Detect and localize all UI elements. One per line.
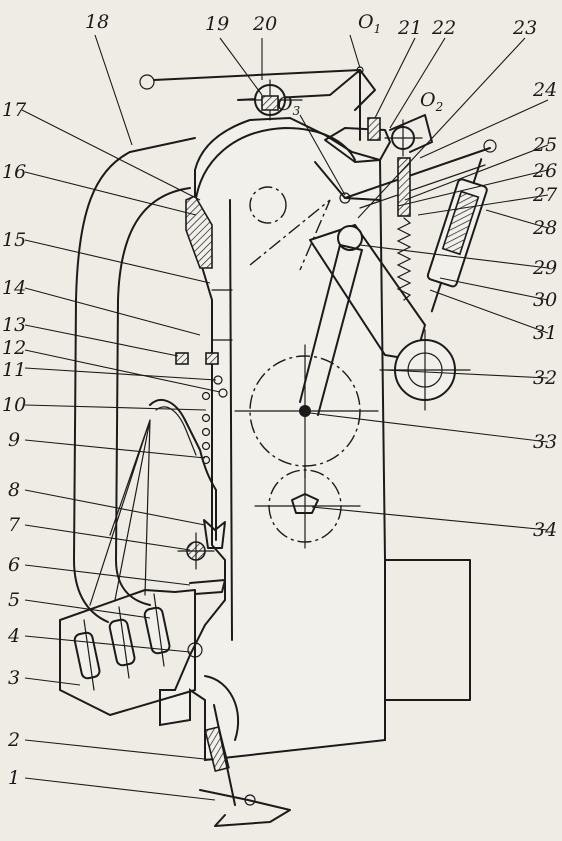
pivot-label-o1: O1 xyxy=(358,11,381,36)
label-10: 10 xyxy=(2,394,26,416)
label-21: 21 xyxy=(397,17,422,39)
block-22 xyxy=(367,117,381,141)
fuse-a xyxy=(73,619,101,691)
label-18: 18 xyxy=(85,11,109,33)
lever-25 xyxy=(344,147,491,199)
label-8: 8 xyxy=(8,479,20,501)
fuse-b xyxy=(108,606,136,679)
label-29: 29 xyxy=(532,257,557,279)
label-24: 24 xyxy=(532,79,557,101)
label-9: 9 xyxy=(8,429,20,451)
label-19: 19 xyxy=(205,13,229,35)
roller-20-hub xyxy=(261,95,279,111)
contact-circle-b xyxy=(218,388,228,398)
arm-o2 xyxy=(389,114,433,153)
terminal-square-a xyxy=(175,352,189,365)
pivot-4 xyxy=(187,642,203,658)
fan-lines xyxy=(89,419,151,606)
label-12: 12 xyxy=(2,337,26,359)
label-5: 5 xyxy=(8,589,20,611)
label-15: 15 xyxy=(2,229,26,251)
pivot-label-o3: O3 xyxy=(277,93,301,118)
pedal-1 xyxy=(199,789,291,827)
contact-circle-d xyxy=(201,413,211,423)
gear-34-hub xyxy=(291,493,319,514)
label-6: 6 xyxy=(8,554,20,576)
label-26: 26 xyxy=(532,160,557,182)
crank-top-pin xyxy=(337,225,363,251)
label-3: 3 xyxy=(8,667,20,689)
label-34: 34 xyxy=(533,519,557,541)
bracket-22 xyxy=(324,127,391,163)
fuse-c xyxy=(143,593,171,667)
contact-circle-f xyxy=(201,441,211,451)
wire-bundle xyxy=(149,399,217,541)
contact-circle-c xyxy=(201,391,211,401)
gear-33-hub xyxy=(299,405,311,417)
label-20: 20 xyxy=(252,13,277,35)
label-31: 31 xyxy=(533,322,557,344)
lever-26 xyxy=(359,164,486,209)
label-27: 27 xyxy=(532,184,558,206)
pedal-1-pin xyxy=(244,794,256,806)
wire-bundle-2 xyxy=(155,406,197,456)
spring-29 xyxy=(396,217,412,301)
label-7: 7 xyxy=(8,514,21,536)
label-30: 30 xyxy=(533,289,557,311)
label-22: 22 xyxy=(431,17,456,39)
label-11: 11 xyxy=(2,359,26,381)
label-23: 23 xyxy=(512,17,537,39)
rod-2-shaft xyxy=(213,704,236,806)
right-housing xyxy=(384,559,471,701)
lever-end-pin xyxy=(483,139,497,153)
terminal-square-b xyxy=(205,352,219,365)
dashdot-link xyxy=(249,199,331,271)
outer-cable-loop xyxy=(73,151,131,623)
disk-16 xyxy=(249,186,287,224)
label-32: 32 xyxy=(533,367,557,389)
label-25: 25 xyxy=(532,134,557,156)
damper-30 xyxy=(426,158,488,313)
pivot-labels: O1 O2 O3 xyxy=(277,11,443,118)
label-28: 28 xyxy=(532,217,557,239)
label-16: 16 xyxy=(2,161,26,183)
label-2: 2 xyxy=(7,729,20,751)
inner-cable-loop xyxy=(115,187,191,606)
jaw-part xyxy=(203,519,226,549)
fuse-block xyxy=(59,589,196,716)
label-1: 1 xyxy=(8,767,20,789)
label-17: 17 xyxy=(2,99,27,121)
spring-housing xyxy=(397,157,411,217)
lower-arc xyxy=(204,675,240,741)
gear-sector xyxy=(194,127,356,206)
contact-circle-e xyxy=(201,427,211,437)
top-lever xyxy=(153,69,361,81)
callout-labels: 1 2 3 4 5 6 7 8 9 10 11 12 13 14 15 16 1… xyxy=(2,11,558,789)
gear-33-arm xyxy=(299,244,363,416)
frame-inner-left xyxy=(229,199,233,641)
pivot-label-o2: O2 xyxy=(420,89,443,114)
label-4: 4 xyxy=(7,625,20,647)
label-13: 13 xyxy=(2,314,26,336)
lever-ball xyxy=(139,74,155,90)
lever-6 xyxy=(189,579,226,595)
leader-lines xyxy=(21,34,549,801)
label-14: 14 xyxy=(2,277,26,299)
outer-cable-loop-top xyxy=(129,137,196,153)
label-33: 33 xyxy=(533,431,557,453)
